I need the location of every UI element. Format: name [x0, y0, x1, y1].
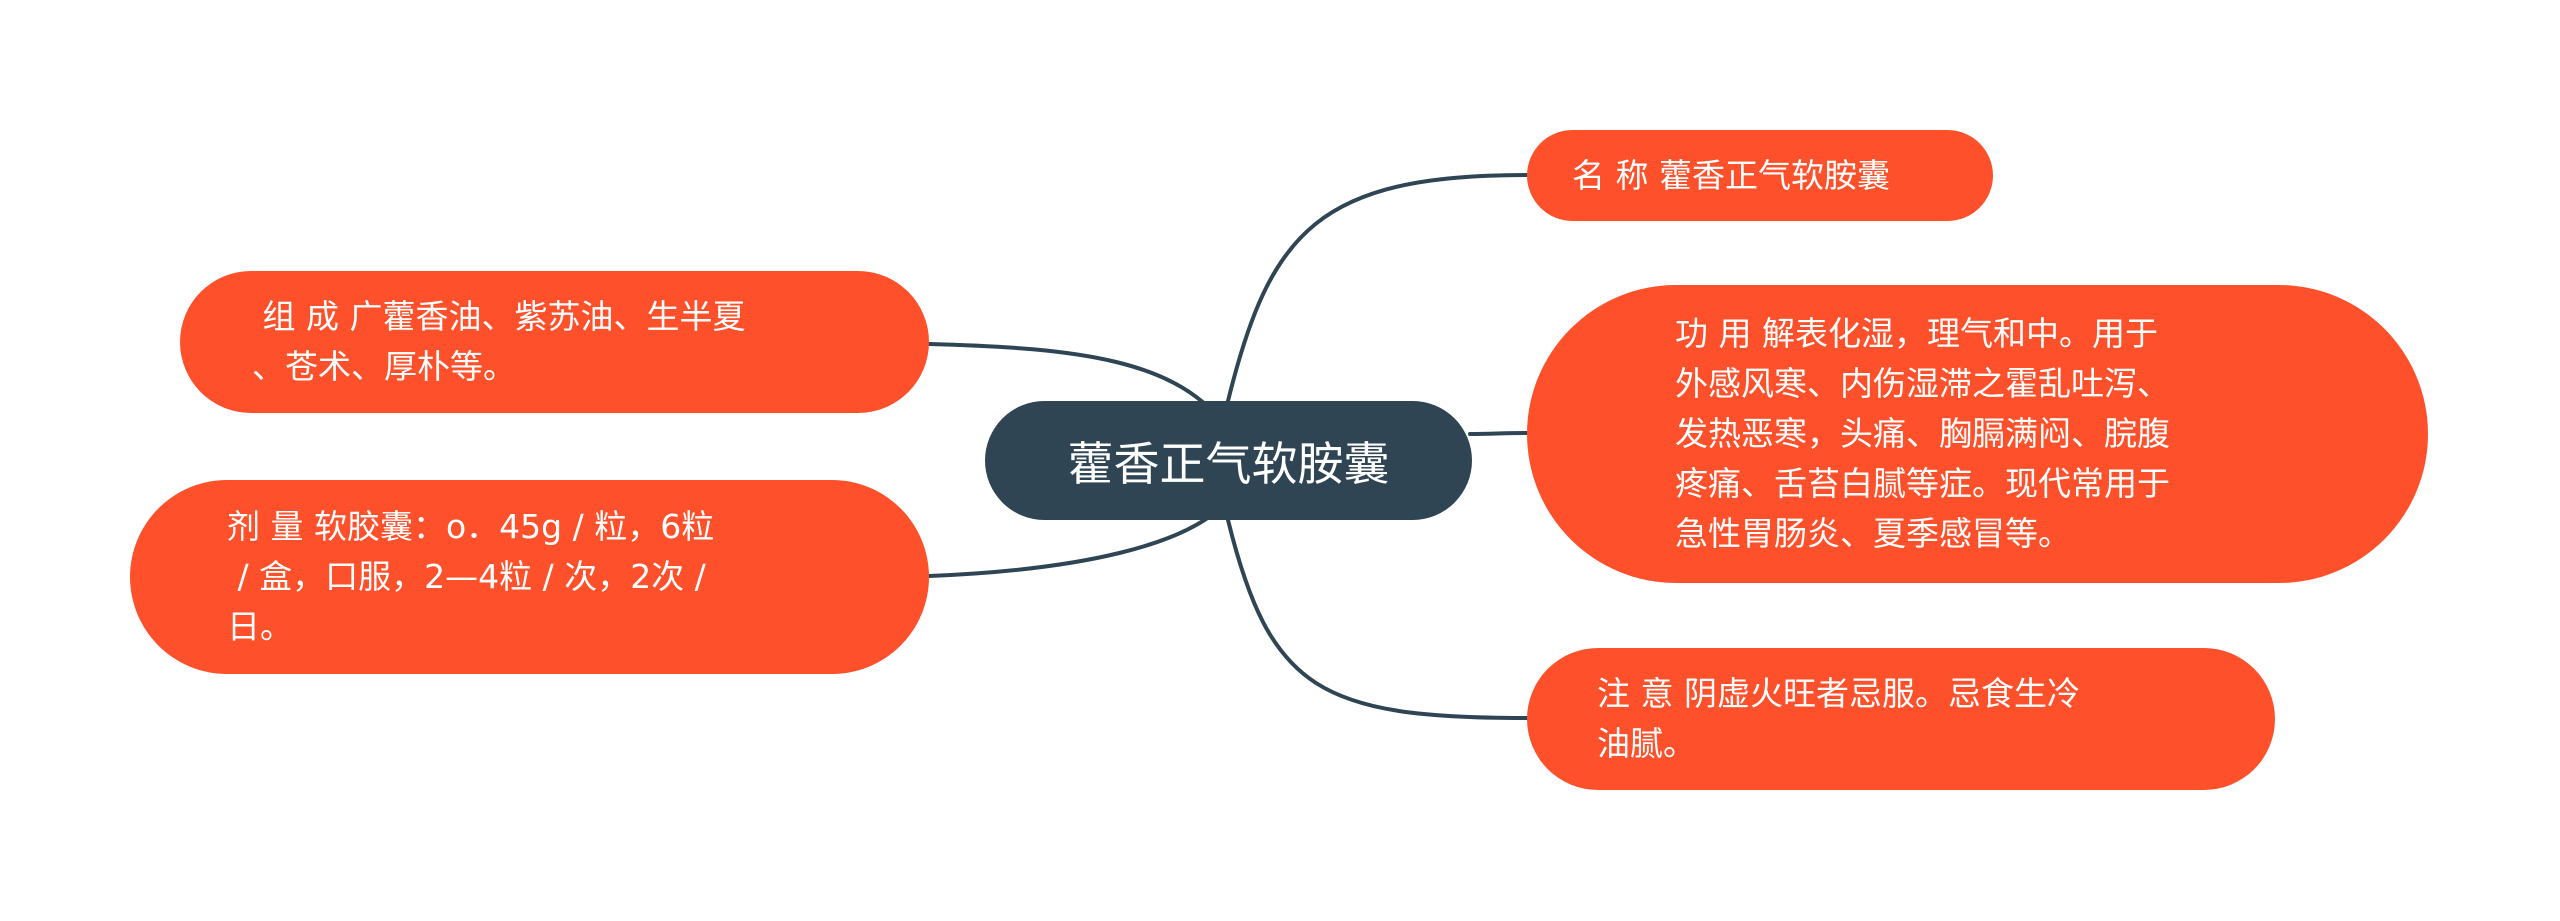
- connector-to-name: [1226, 173, 1529, 403]
- central-topic[interactable]: 藿香正气软胺囊: [985, 401, 1472, 520]
- connector-to-caution: [1226, 518, 1529, 720]
- connector-to-function: [1468, 431, 1529, 436]
- branch-name-text: 名 称 藿香正气软胺囊: [1572, 155, 1890, 195]
- branch-node-caution[interactable]: 注 意 阴虚火旺者忌服。忌食生冷 油腻。: [1527, 648, 2275, 790]
- branch-function-text: 功 用 解表化湿，理气和中。用于 外感风寒、内伤湿滞之霍乱吐泻、 发热恶寒，头痛…: [1675, 314, 2170, 553]
- branch-node-composition[interactable]: 组 成 广藿香油、紫苏油、生半夏 、苍术、厚朴等。: [180, 271, 929, 413]
- branch-dosage-text: 剂 量 软胶囊：o．45g / 粒，6粒 / 盒，口服，2—4粒 / 次，2次 …: [227, 507, 715, 646]
- branch-node-function[interactable]: 功 用 解表化湿，理气和中。用于 外感风寒、内伤湿滞之霍乱吐泻、 发热恶寒，头痛…: [1527, 285, 2428, 583]
- branch-composition-text: 组 成 广藿香油、紫苏油、生半夏 、苍术、厚朴等。: [252, 297, 746, 386]
- branch-caution-text: 注 意 阴虚火旺者忌服。忌食生冷 油腻。: [1597, 674, 2080, 763]
- branch-node-dosage[interactable]: 剂 量 软胶囊：o．45g / 粒，6粒 / 盒，口服，2—4粒 / 次，2次 …: [130, 480, 929, 674]
- branch-node-name[interactable]: 名 称 藿香正气软胺囊: [1527, 130, 1993, 221]
- central-topic-label: 藿香正气软胺囊: [1067, 436, 1390, 491]
